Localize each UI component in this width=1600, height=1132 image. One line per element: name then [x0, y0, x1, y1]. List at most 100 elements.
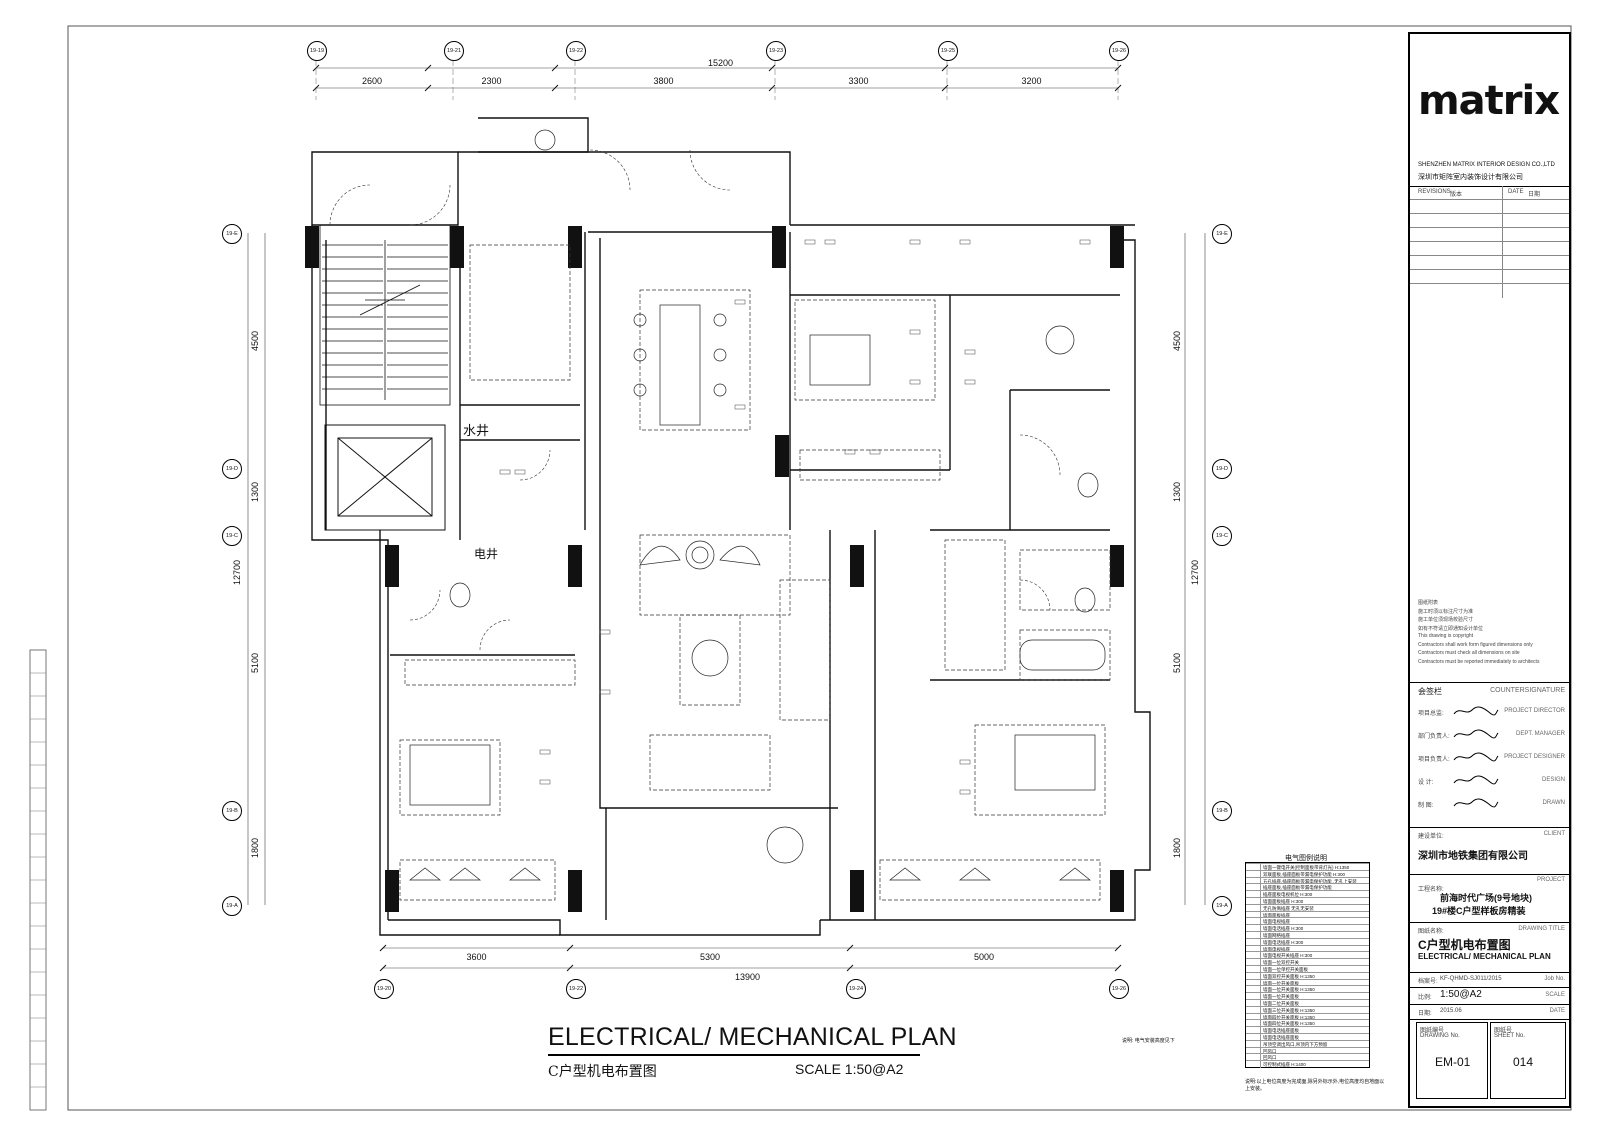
legend-description: 回风口	[1263, 1055, 1277, 1061]
grid-axis-bubble: 19-C	[222, 526, 242, 546]
legend-row: 墙面一键电开关(控制面板带背灯光) H:1350	[1246, 863, 1369, 871]
door-swings	[329, 149, 1061, 651]
signature-mark	[1452, 727, 1500, 741]
revision-row	[1410, 213, 1569, 214]
grid-axis-bubble: 19-D	[222, 459, 242, 479]
sheet-no-label-cn: 图纸号	[1494, 1028, 1513, 1034]
legend-description: 墙面电视插座	[1263, 946, 1290, 952]
legend-symbol	[1247, 911, 1261, 919]
legend-symbol	[1247, 1034, 1261, 1041]
company-name-en: SHENZHEN MATRIX INTERIOR DESIGN CO.,LTD	[1418, 162, 1555, 168]
dimension-side-segment: 4500	[250, 330, 260, 351]
title-block-note: 图纸附表	[1418, 600, 1439, 606]
role-label-en: DRAWN	[1542, 800, 1565, 806]
legend-row: 五孔插座,插座面板带漏电保护功能 ,无孔上安装	[1246, 876, 1369, 885]
grid-axis-bubble: 19-A	[222, 896, 242, 916]
legend-symbol	[1247, 1013, 1261, 1021]
job-label-cn: 档案号:	[1418, 979, 1438, 985]
title-block-note: Contractors must be reported immediately…	[1418, 658, 1540, 665]
legend-description: 墙面一位双控开关	[1263, 960, 1299, 966]
legend-install-note: 说明: 电气安装高度见下	[1122, 1038, 1175, 1044]
dimension-side-segment: 5100	[250, 652, 260, 673]
role-label-cn: 部门负责人:	[1418, 734, 1450, 740]
legend-description: 墙面二位开关面板	[1263, 1001, 1299, 1006]
grid-axis-bubble: 19-23	[766, 41, 786, 61]
legend-row: 插座面板,插座面板带漏电保护功能	[1246, 883, 1369, 892]
legend-description: 墙面电视开关插座 H:300	[1263, 953, 1313, 959]
grid-axis-bubble: 19-22	[566, 41, 586, 61]
revision-row	[1410, 199, 1569, 200]
legend-symbol	[1247, 1047, 1261, 1055]
legend-row: 墙面网络插座	[1246, 931, 1369, 939]
company-logo: matrix	[1418, 78, 1560, 124]
legend-symbol	[1247, 1061, 1261, 1069]
drawing-title-label-cn: 图纸名称:	[1418, 929, 1444, 935]
legend-symbol	[1247, 870, 1261, 878]
legend-symbol	[1247, 986, 1261, 994]
legend-description: 墙面电话插座 H:300	[1263, 926, 1304, 932]
legend-description: 墙面面板插座 H:300	[1263, 899, 1304, 904]
legend-row: 墙面电视插座	[1246, 917, 1369, 926]
scale-label-en: SCALE	[1545, 992, 1565, 998]
ceiling-outlines	[399, 244, 1111, 901]
legend-title: 电气图例说明	[1285, 855, 1327, 862]
date-row-label-cn: 日期:	[1418, 1011, 1432, 1017]
role-label-en: PROJECT DIRECTOR	[1504, 708, 1565, 714]
job-number: KF-QHMD-SJ011/2015	[1440, 976, 1502, 982]
grid-axis-bubble: 19-24	[846, 979, 866, 999]
grid-axis-bubble: 19-B	[1212, 801, 1232, 821]
dimension-top-segment: 2300	[481, 76, 502, 86]
title-block-note: 如有不符请立即通知设计单位	[1418, 625, 1484, 632]
countersign-label-en: COUNTERSIGNATURE	[1490, 687, 1565, 694]
legend-symbol	[1247, 952, 1261, 960]
legend-row: 可控制式插座 H:1400	[1246, 1060, 1369, 1069]
project-label-cn: 工程名称:	[1418, 887, 1444, 893]
grid-axis-bubble: 19-C	[1212, 526, 1232, 546]
legend-row: 墙面面板插座	[1246, 910, 1369, 919]
legend-row: 墙面双控开关面板 H:1350	[1246, 971, 1369, 980]
sheet-number-cell: 图纸号 SHEET No. 014	[1490, 1022, 1566, 1099]
dimension-top-segment: 3800	[653, 76, 674, 86]
legend-symbol	[1247, 993, 1261, 1001]
legend-row: 吊顶空调出风口,吊顶内下方预留	[1246, 1039, 1369, 1048]
dimension-top-total: 15200	[708, 58, 734, 68]
legend-symbol	[1247, 1006, 1261, 1014]
legend-row: 墙面三位开关面板 H:1350	[1246, 1005, 1369, 1014]
project-label-en: PROJECT	[1536, 877, 1565, 883]
legend-row: 墙面四位开关面板 H:1350	[1246, 1012, 1369, 1021]
legend-row: 墙面四位开关面板 H:1350	[1246, 1019, 1369, 1028]
grid-axis-bubble: 19-E	[1212, 224, 1232, 244]
role-label-en: DEPT. MANAGER	[1515, 731, 1565, 737]
drawing-number-cell: 图纸编号 DRAWING No. EM-01	[1416, 1022, 1488, 1099]
dimension-top-segment: 3200	[1021, 76, 1042, 86]
legend-description: 墙面电话插座 H:300	[1263, 939, 1304, 945]
revisions-label: REVISIONS	[1418, 189, 1451, 195]
company-name-cn: 深圳市矩阵室内装饰设计有限公司	[1418, 174, 1523, 181]
drawing-title-en: ELECTRICAL/ MECHANICAL PLAN	[548, 1023, 957, 1051]
title-block-note: This drawing is copyright	[1418, 633, 1474, 639]
legend-row: 回风口	[1246, 1046, 1369, 1055]
dimension-side-segment: 5100	[1172, 652, 1182, 673]
drawing-title-cn: C户型机电布置图	[548, 1064, 657, 1080]
legend-symbol	[1247, 966, 1261, 973]
legend-description: 插座面板电视机位 H:300	[1263, 892, 1313, 898]
legend-row: 双联面板,插座面板带漏电保护功能 H:300	[1246, 869, 1369, 878]
revision-row	[1410, 227, 1569, 228]
sheet-number: 014	[1513, 1055, 1534, 1069]
legend-description: 墙面三位开关面板 H:1350	[1263, 1007, 1315, 1013]
legend-symbol	[1247, 877, 1261, 885]
title-block-note: 施工时须以标注尺寸为准	[1418, 608, 1474, 615]
title-block: matrix SHENZHEN MATRIX INTERIOR DESIGN C…	[1408, 32, 1571, 1108]
legend-description: 墙面电话插座面板	[1263, 1035, 1299, 1040]
legend-symbol	[1247, 1054, 1261, 1062]
title-block-drawing-title-cn: C户型机电布置图	[1418, 938, 1511, 952]
title-underline	[548, 1054, 920, 1056]
legend-symbol	[1247, 891, 1261, 899]
legend-description: 五孔插座,插座面板带漏电保护功能 ,无孔上安装	[1263, 878, 1357, 884]
drawing-number: EM-01	[1435, 1055, 1471, 1069]
electric-well-label: 电井	[474, 547, 499, 561]
grid-axis-bubble: 19-26	[1109, 41, 1129, 61]
dimension-lines	[247, 67, 1206, 969]
legend-description: 墙面一位开关面板	[1263, 994, 1299, 1000]
signature-mark	[1452, 704, 1500, 718]
